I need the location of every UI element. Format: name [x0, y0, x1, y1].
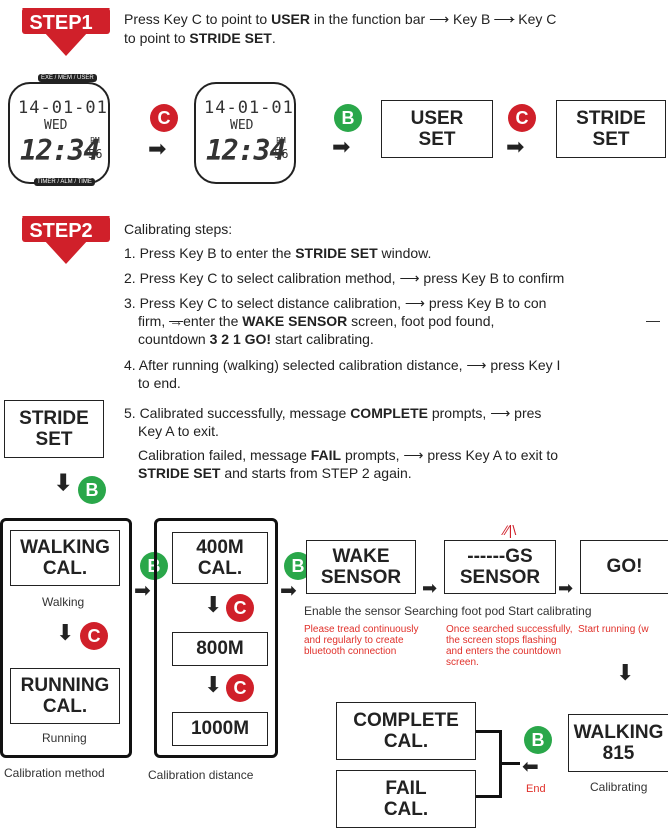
- watch-top-tabs: EXE / MEM / USER: [38, 74, 97, 82]
- step2-fail-note-cont: STRIDE SET and starts from STEP 2 again.: [138, 465, 412, 481]
- step1-line2: to point to STRIDE SET.: [124, 30, 276, 46]
- step2-item-3-cont: firm, →enter the WAKE SENSOR screen, foo…: [138, 313, 495, 329]
- arrow-right-icon: ⟶: [399, 270, 420, 286]
- arrow-right-icon: ➡: [280, 580, 297, 602]
- bracket-connector: [500, 762, 520, 765]
- watch-date: 14-01-01: [18, 98, 108, 118]
- distance-1000m-option: 1000M: [172, 712, 268, 746]
- result-bracket: [476, 730, 502, 798]
- key-c-icon: C: [226, 674, 254, 702]
- wake-sensor-note: Please tread continuously and regularly …: [304, 624, 419, 657]
- key-b-icon: B: [334, 104, 362, 132]
- key-c-icon: C: [80, 622, 108, 650]
- key-b-icon: B: [524, 726, 552, 754]
- go-note: Start running (w: [578, 624, 649, 635]
- step2-item-1: 1. Press Key B to enter the STRIDE SET w…: [124, 245, 432, 261]
- arrow-right-icon: ➡: [134, 580, 151, 602]
- arrow-right-icon: ⟶: [429, 11, 450, 27]
- step2-item-3-cont2: countdown 3 2 1 GO! start calibrating.: [138, 331, 374, 347]
- step2-item-4: 4. After running (walking) selected cali…: [124, 357, 561, 373]
- watch-bottom-tabs: TIMER / ALM / TIME: [34, 178, 95, 186]
- arrow-right-icon: ➡: [148, 136, 167, 161]
- gs-sensor-note: Once searched successfully, the screen s…: [446, 624, 573, 668]
- key-c-icon: C: [150, 104, 178, 132]
- arrow-down-icon: ⬇: [204, 592, 223, 617]
- method-caption: Calibration method: [4, 766, 105, 780]
- watch-sec: 56: [274, 147, 289, 161]
- arrow-right-icon: ⟶: [403, 447, 424, 463]
- arrow-right-icon: ➡: [558, 578, 574, 598]
- step2-fail-note: Calibration failed, message FAIL prompts…: [138, 447, 559, 463]
- key-b-icon: B: [78, 476, 106, 504]
- end-caption: End: [526, 783, 546, 795]
- arrow-down-icon: ⬇: [616, 660, 635, 685]
- arrow-right-icon: ⟶: [494, 11, 515, 27]
- calibration-distance-group: [154, 518, 278, 758]
- watch-time: 12:34: [20, 134, 100, 167]
- watch-display-1: EXE / MEM / USER 14-01-01 WED 12:34 PM 5…: [6, 72, 110, 190]
- step1-badge: STEP1: [14, 6, 118, 58]
- watch-sec: 56: [88, 147, 103, 161]
- watch-date: 14-01-01: [204, 98, 294, 118]
- watch-day: WED: [44, 118, 68, 133]
- arrow-right-icon: ➡: [422, 578, 438, 598]
- running-caption: Running: [42, 731, 87, 745]
- step2-heading: Calibrating steps:: [124, 221, 233, 237]
- arrow-down-icon: ⬇: [204, 672, 223, 697]
- step1-badge-label: STEP1: [29, 12, 93, 34]
- arrow-down-icon: ⬇: [56, 620, 75, 645]
- sensor-steps-caption: Enable the sensor Searching foot pod Sta…: [304, 604, 592, 618]
- arrow-down-icon: ⬇: [54, 470, 73, 495]
- step2-item-4-cont: to end.: [138, 375, 181, 391]
- distance-800m-option: 800M: [172, 632, 268, 666]
- watch-pm: PM: [90, 136, 100, 145]
- step2-badge-label: STEP2: [29, 220, 93, 242]
- step2-badge: STEP2: [14, 214, 118, 266]
- calibrating-caption: Calibrating: [590, 780, 648, 794]
- arrow-right-icon: ⟶: [404, 295, 425, 311]
- step2-item-5: 5. Calibrated successfully, message COMP…: [124, 405, 542, 421]
- arrow-right-icon: —: [646, 312, 660, 328]
- calibration-method-group: [0, 518, 132, 758]
- watch-day: WED: [230, 118, 254, 133]
- arrow-right-icon: ⟶: [466, 357, 487, 373]
- walking-caption: Walking: [42, 595, 85, 609]
- arrow-right-icon: →: [169, 313, 184, 329]
- go-screen: GO!: [580, 540, 668, 594]
- flashing-signal-icon: ⁄⁄|\: [504, 522, 517, 538]
- arrow-right-icon: ⟶: [490, 405, 511, 421]
- step2-item-5-cont: Key A to exit.: [138, 423, 219, 439]
- watch-display-2: 14-01-01 WED 12:34 PM 56: [192, 72, 296, 190]
- arrow-right-icon: ➡: [506, 134, 525, 159]
- key-c-icon: C: [508, 104, 536, 132]
- watch-pm: PM: [276, 136, 286, 145]
- step2-item-2: 2. Press Key C to select calibration met…: [124, 270, 565, 286]
- arrow-right-icon: ➡: [332, 134, 351, 159]
- step1-line1: Press Key C to point to USER in the func…: [124, 11, 557, 27]
- distance-caption: Calibration distance: [148, 768, 254, 782]
- arrow-left-icon: ⬅: [522, 756, 539, 778]
- watch-time: 12:34: [206, 134, 286, 167]
- step2-item-3: 3. Press Key C to select distance calibr…: [124, 295, 547, 311]
- key-c-icon: C: [226, 594, 254, 622]
